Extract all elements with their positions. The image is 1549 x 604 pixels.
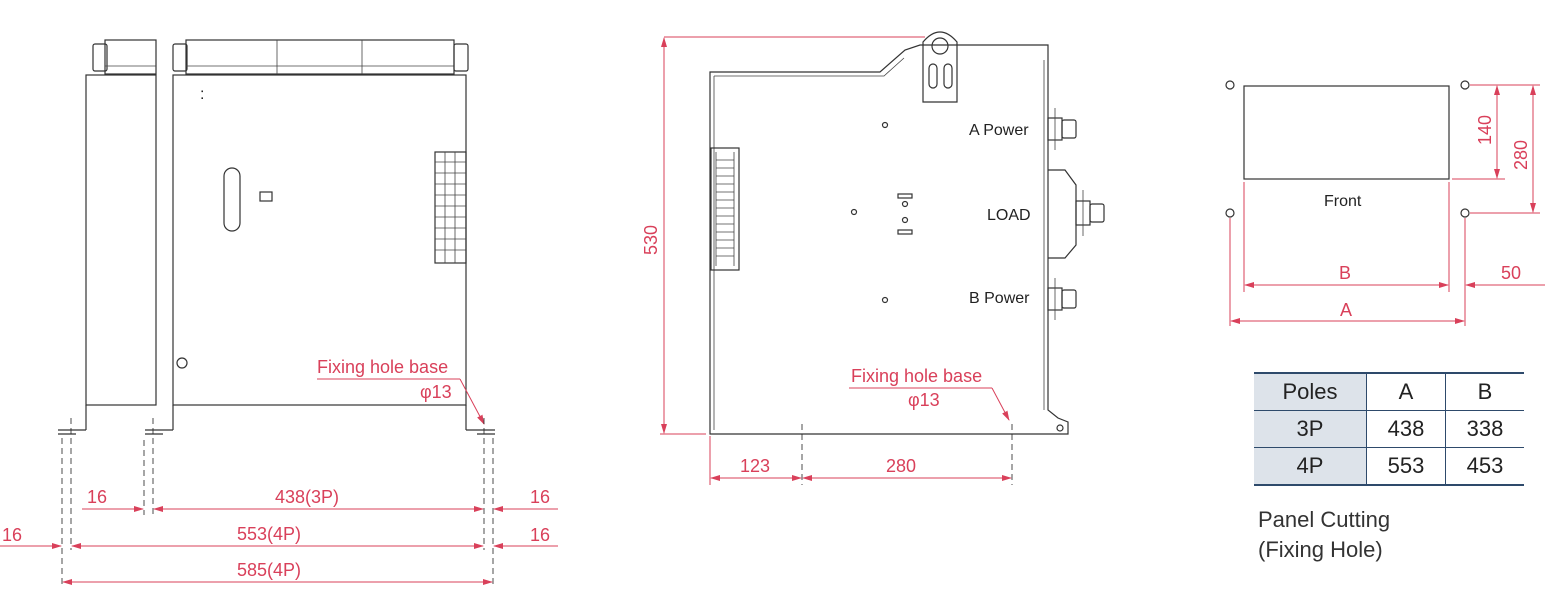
- dim-553-4p: 553(4P): [237, 524, 301, 544]
- table-row: 4P 553 453: [1254, 447, 1524, 486]
- fixing-hole-icon: [1225, 208, 1235, 218]
- poles-dimension-table: Poles A B 3P 438 338 4P 553 453: [1254, 372, 1524, 486]
- front-label: Front: [1324, 193, 1362, 210]
- dim-front-280: 280: [886, 456, 916, 476]
- dim-far-left-16: 16: [2, 525, 22, 545]
- table-cell: 438: [1366, 410, 1446, 448]
- dim-right-16-top: 16: [530, 487, 550, 507]
- table-header-row: Poles A B: [1254, 372, 1524, 411]
- dim-438-3p: 438(3P): [275, 487, 339, 507]
- table-cell: 4P: [1254, 447, 1367, 486]
- load-label: LOAD: [987, 207, 1031, 224]
- side-view-extension-lines: [61, 418, 494, 585]
- b-power-label: B Power: [969, 290, 1030, 307]
- fixing-hole-icon: [1225, 80, 1235, 90]
- table-cell: 553: [1366, 447, 1446, 486]
- b-power-terminal-icon: [1047, 278, 1077, 320]
- a-power-terminal-icon: [1047, 108, 1077, 150]
- front-fixing-hole-dia: φ13: [908, 390, 940, 410]
- side-fixing-hole-dia: φ13: [420, 382, 452, 402]
- dim-530: 530: [641, 225, 661, 255]
- dim-panel-280: 280: [1511, 140, 1531, 170]
- panel-cutting-view: Front 140 280 B 50 A: [1225, 80, 1545, 326]
- svg-text::: :: [200, 86, 204, 103]
- dim-a: A: [1340, 300, 1352, 320]
- table-header-poles: Poles: [1254, 372, 1367, 411]
- table-cell: 338: [1445, 410, 1524, 448]
- dim-123: 123: [740, 456, 770, 476]
- panel-cutout-rect: [1243, 85, 1450, 180]
- load-terminal-icon: [1048, 169, 1105, 259]
- side-view-dimensions: 16 438(3P) 16 16 553(4P) 16 585(4P): [0, 487, 558, 585]
- fixing-hole-icon: [1460, 80, 1470, 90]
- panel-cutting-caption: Panel Cutting (Fixing Hole): [1258, 505, 1390, 565]
- front-fixing-hole-label: Fixing hole base: [851, 366, 982, 386]
- table-header-b: B: [1445, 372, 1524, 411]
- caption-line-2: (Fixing Hole): [1258, 537, 1383, 562]
- side-view-main-body: :: [145, 39, 495, 435]
- front-view: A Power LOAD B Power Fixing hole base φ1…: [641, 31, 1105, 485]
- fixing-hole-icon: [1460, 208, 1470, 218]
- table-row: 3P 438 338: [1254, 410, 1524, 448]
- dim-50: 50: [1501, 263, 1521, 283]
- handle-slot-icon: [223, 167, 241, 232]
- table-cell: 453: [1445, 447, 1524, 486]
- a-power-label: A Power: [969, 122, 1029, 139]
- dim-right-16-mid: 16: [530, 525, 550, 545]
- lifting-lug-icon: [922, 31, 958, 103]
- dim-left-16: 16: [87, 487, 107, 507]
- dim-585-4p: 585(4P): [237, 560, 301, 580]
- table-header-a: A: [1366, 372, 1446, 411]
- dim-140: 140: [1475, 115, 1495, 145]
- table-cell: 3P: [1254, 410, 1367, 448]
- caption-line-1: Panel Cutting: [1258, 507, 1391, 532]
- side-view-left-panel: [58, 39, 157, 435]
- side-fixing-hole-label: Fixing hole base: [317, 357, 448, 377]
- dim-b: B: [1339, 263, 1351, 283]
- front-terminal-strip: [710, 147, 740, 271]
- side-view: : Fixing hole base: [0, 39, 558, 585]
